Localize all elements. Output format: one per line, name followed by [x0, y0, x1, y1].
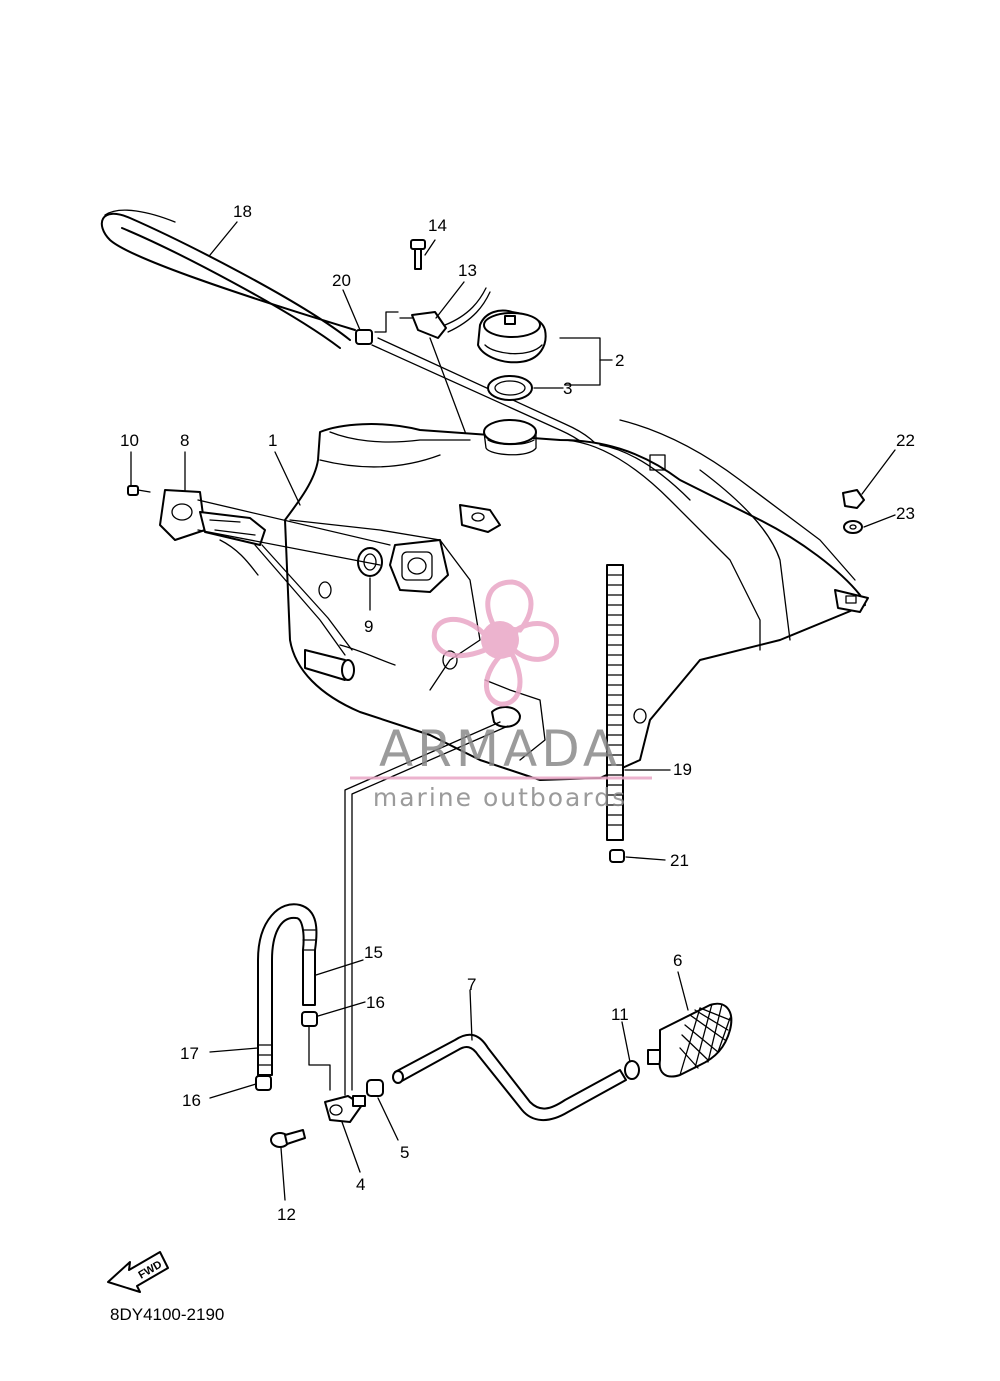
fuel-cap [477, 309, 547, 364]
watermark-brand: ARMADA [379, 720, 621, 778]
drain-hose [257, 903, 318, 1076]
label-part-23: 23 [896, 504, 915, 523]
fuel-hose-long [392, 1033, 627, 1121]
label-part-1: 1 [268, 431, 277, 450]
label-part-6: 6 [673, 951, 682, 970]
label-part-16a: 16 [366, 993, 385, 1012]
propeller-logo [431, 579, 559, 707]
corrugated-hose [606, 564, 624, 841]
label-part-12: 12 [277, 1205, 296, 1224]
hose-joint [366, 1079, 384, 1097]
washer [843, 520, 863, 534]
leader-lines [130, 221, 896, 1201]
watermark: ARMADA marine outboards [350, 579, 652, 812]
breather-joint [399, 287, 491, 446]
forward-arrow-icon: FWD [107, 1251, 169, 1293]
bolt [410, 239, 426, 270]
label-part-19: 19 [673, 760, 692, 779]
fuel-line-vertical [344, 721, 509, 1096]
drawing-code: 8DY4100-2190 [110, 1305, 224, 1324]
callout-bracket [559, 337, 613, 386]
label-part-8: 8 [180, 431, 189, 450]
label-part-16b: 16 [182, 1091, 201, 1110]
label-part-17: 17 [180, 1044, 199, 1063]
label-part-5: 5 [400, 1143, 409, 1162]
label-part-11: 11 [611, 1005, 629, 1024]
nut [842, 489, 865, 509]
hose-clip-lower [255, 1075, 272, 1091]
hose-clip-upper [301, 1011, 318, 1027]
screw [127, 485, 151, 496]
fuel-tank [284, 419, 869, 781]
label-part-13: 13 [458, 261, 477, 280]
label-part-9: 9 [364, 617, 373, 636]
leader-connectors [374, 311, 399, 333]
label-part-20: 20 [332, 271, 351, 290]
vent-hose [100, 209, 356, 349]
label-part-4: 4 [356, 1175, 365, 1194]
label-part-7: 7 [467, 975, 476, 994]
hose-clamp [624, 1060, 640, 1080]
cap-gasket [487, 375, 533, 401]
fuel-cock [324, 1095, 366, 1123]
label-part-3: 3 [563, 379, 572, 398]
fuel-pump-plate [159, 489, 391, 656]
label-part-14: 14 [428, 216, 447, 235]
label-part-2: 2 [615, 351, 624, 370]
fuel-hose [308, 1024, 331, 1091]
label-part-10: 10 [120, 431, 139, 450]
label-part-21: 21 [670, 851, 689, 870]
fuel-filter [647, 1002, 733, 1078]
mount-bolt [270, 1129, 306, 1148]
hose-clip [355, 329, 373, 345]
label-part-22: 22 [896, 431, 915, 450]
part-labels: 1 2 3 4 5 6 7 8 9 10 11 12 13 14 15 16 1… [120, 202, 915, 1224]
hose-cap [609, 849, 625, 863]
watermark-tagline: marine outboards [373, 783, 627, 812]
label-part-18: 18 [233, 202, 252, 221]
label-part-15: 15 [364, 943, 383, 962]
